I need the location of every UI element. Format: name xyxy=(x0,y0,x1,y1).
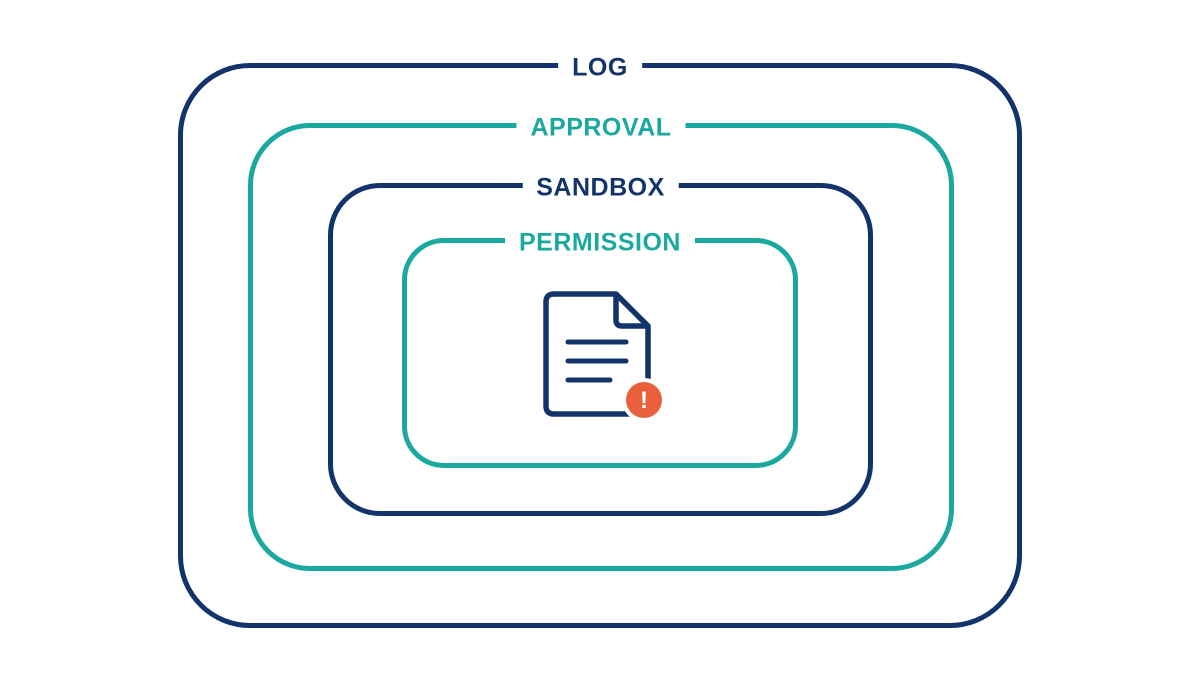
layer-label-sandbox: SANDBOX xyxy=(522,175,679,201)
alert-symbol: ! xyxy=(640,387,648,414)
layer-label-log: LOG xyxy=(558,55,642,81)
layer-sandbox: SANDBOX xyxy=(328,175,873,516)
layer-approval: APPROVAL xyxy=(248,115,954,571)
layer-log: LOG xyxy=(178,55,1022,628)
document-icon: ! xyxy=(543,291,666,422)
layer-label-approval: APPROVAL xyxy=(516,115,686,141)
document-fold xyxy=(613,294,648,329)
layer-label-permission: PERMISSION xyxy=(505,230,695,256)
layer-permission: PERMISSION xyxy=(402,230,798,468)
alert-icon xyxy=(626,382,662,418)
